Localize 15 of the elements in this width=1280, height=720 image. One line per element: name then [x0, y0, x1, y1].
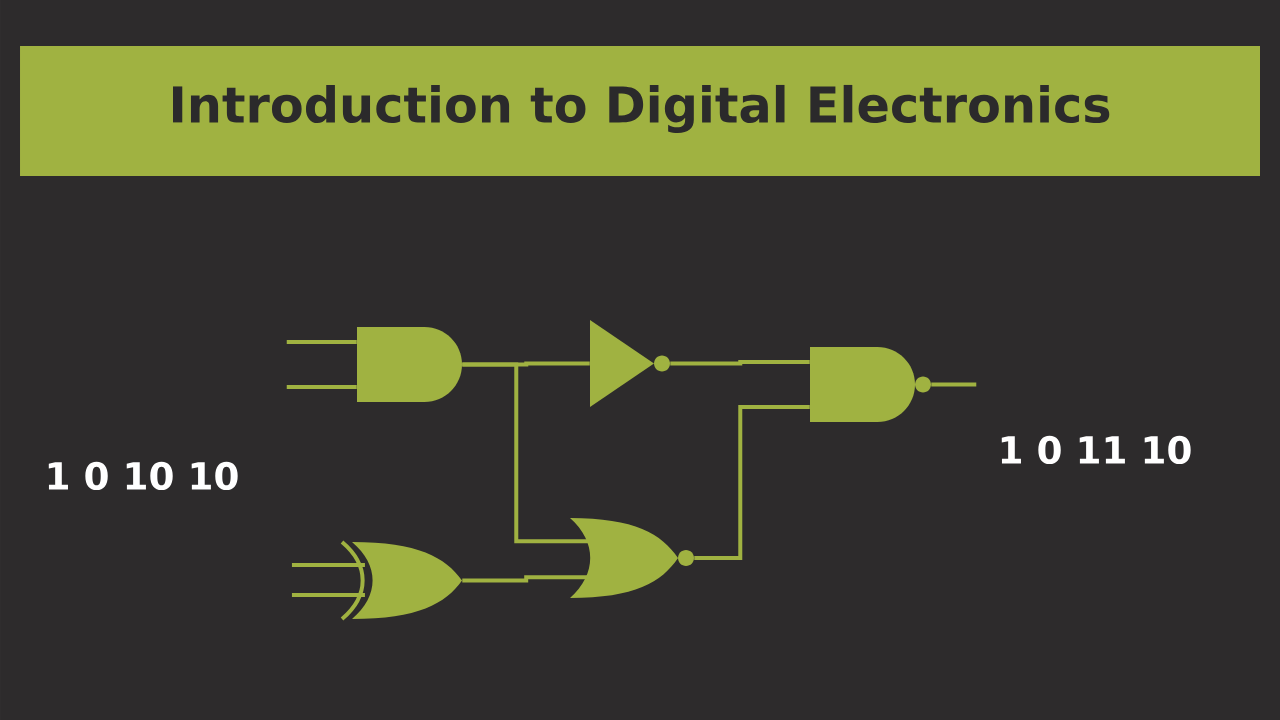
nor-gate: [570, 518, 694, 598]
wire: [286, 385, 357, 389]
wire: [462, 575, 590, 583]
wire: [670, 360, 810, 366]
title-banner: Introduction to Digital Electronics: [20, 46, 1260, 176]
binary-sequence: 1 0 11 10: [1001, 435, 1191, 465]
wire: [291, 593, 365, 598]
wire: [462, 362, 590, 544]
not-gate: [590, 320, 670, 407]
xor-gate: [340, 540, 462, 621]
binary-sequence: 1 0 10 10: [48, 461, 238, 491]
wire: [291, 563, 365, 568]
wire: [694, 405, 810, 560]
wire: [286, 340, 357, 344]
wire: [931, 382, 977, 387]
